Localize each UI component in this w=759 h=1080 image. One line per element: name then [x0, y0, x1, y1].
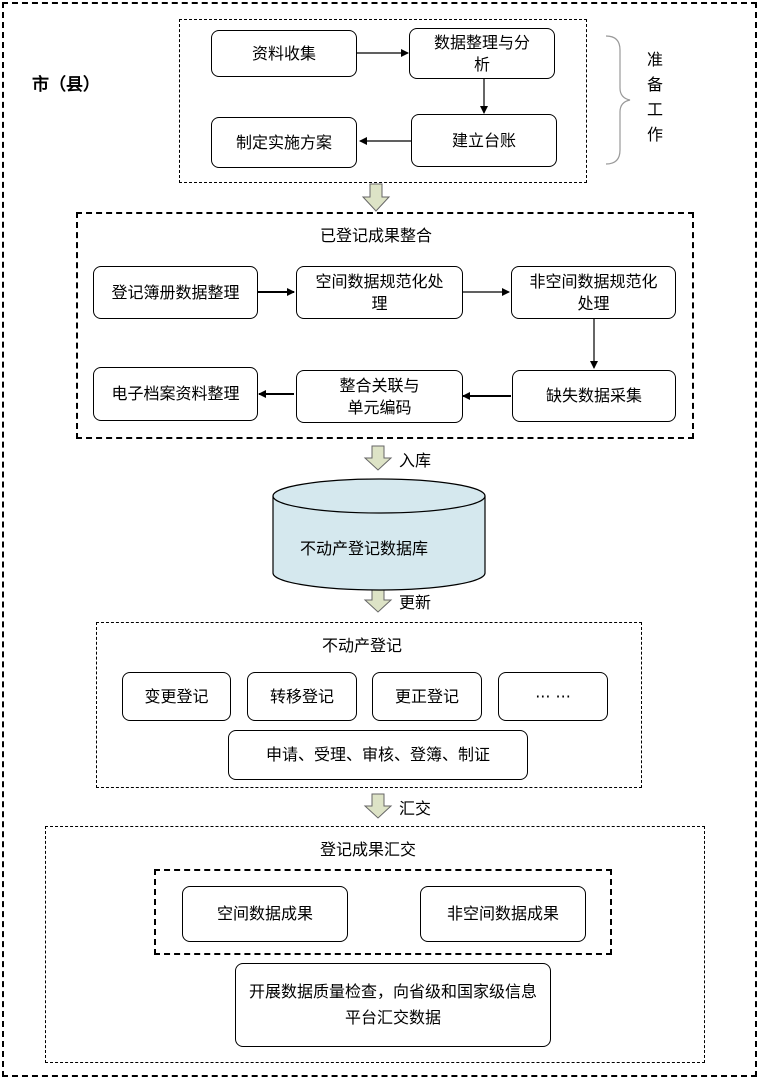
- region-label: 市（县）: [32, 75, 100, 95]
- plan-node: 制定实施方案: [211, 117, 357, 168]
- step-arrow-submit: [363, 793, 393, 819]
- prep-side-label: 准备工作: [646, 50, 663, 144]
- prep-brace: [605, 35, 631, 165]
- submission-title: 登记成果汇交: [320, 840, 417, 859]
- database-icon: [272, 478, 486, 591]
- missing-data-node: 缺失数据采集: [512, 370, 676, 422]
- integration-title: 已登记成果整合: [320, 226, 433, 245]
- more-registration-node: ··· ···: [498, 672, 608, 721]
- database-top: [272, 478, 486, 514]
- ledger-node: 建立台账: [411, 114, 557, 167]
- import-label: 入库: [399, 451, 432, 470]
- database-body: [272, 496, 486, 591]
- process-steps-node: 申请、受理、审核、登簿、制证: [228, 730, 528, 780]
- spatial-normalize-node: 空间数据规范化处理: [296, 266, 463, 319]
- submission-section: [45, 826, 705, 1063]
- step-arrow-import: [363, 445, 393, 471]
- archive-node: 电子档案资料整理: [93, 367, 258, 421]
- transfer-registration-node: 转移登记: [247, 672, 357, 721]
- spatial-results-node: 空间数据成果: [182, 886, 348, 942]
- change-registration-node: 变更登记: [122, 672, 231, 721]
- integration-section: [76, 212, 694, 439]
- submit-label: 汇交: [399, 799, 432, 818]
- nonspatial-normalize-node: 非空间数据规范化处理: [511, 266, 676, 319]
- database-label: 不动产登记数据库: [300, 539, 429, 558]
- step-arrow-update: [363, 587, 393, 613]
- register-book-node: 登记簿册数据整理: [93, 266, 258, 319]
- step-arrow-prep: [361, 183, 391, 212]
- registration-section: [96, 622, 642, 788]
- collect-data-node: 资料收集: [211, 30, 357, 77]
- update-label: 更新: [399, 593, 432, 612]
- nonspatial-results-node: 非空间数据成果: [420, 886, 586, 942]
- prep-section: [179, 19, 587, 183]
- correction-registration-node: 更正登记: [372, 672, 482, 721]
- organize-analyze-node: 数据整理与分析: [409, 28, 555, 79]
- registration-title: 不动产登记: [322, 636, 403, 655]
- link-encode-node: 整合关联与单元编码: [296, 370, 463, 423]
- results-group: [154, 869, 612, 955]
- quality-check-node: 开展数据质量检查，向省级和国家级信息平台汇交数据: [235, 963, 551, 1047]
